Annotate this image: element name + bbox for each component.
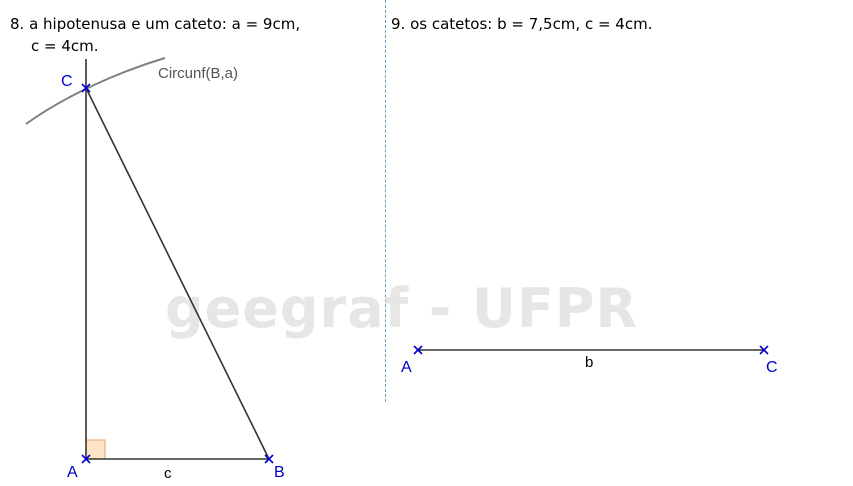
side-c-label: c (164, 465, 172, 482)
point-a-label: A (67, 464, 78, 481)
point-a-marker-9 (413, 345, 423, 355)
circle-label: Circunf(B,a) (158, 65, 238, 82)
point-c-marker (81, 83, 91, 93)
circle-arc-b-a (25, 57, 166, 125)
side-b-label: b (585, 354, 593, 371)
problem-8-statement-line2: c = 4cm. (31, 37, 99, 55)
point-a-label-9: A (401, 359, 412, 376)
point-a-marker (81, 454, 91, 464)
problem-9-statement: 9. os catetos: b = 7,5cm, c = 4cm. (391, 15, 653, 33)
column-divider (385, 0, 386, 402)
watermark: geegraf - UFPR (165, 277, 639, 340)
point-c-marker-9 (759, 345, 769, 355)
figure-9: A C b (401, 345, 778, 376)
point-c-label: C (61, 73, 73, 90)
figure-8: Circunf(B,a) C A B c (25, 57, 285, 482)
point-b-label: B (274, 464, 285, 481)
point-b-marker (264, 454, 274, 464)
segment-cb-hypotenuse (85, 87, 270, 460)
point-c-label-9: C (766, 359, 778, 376)
problem-8-statement-line1: 8. a hipotenusa e um cateto: a = 9cm, (10, 15, 301, 33)
